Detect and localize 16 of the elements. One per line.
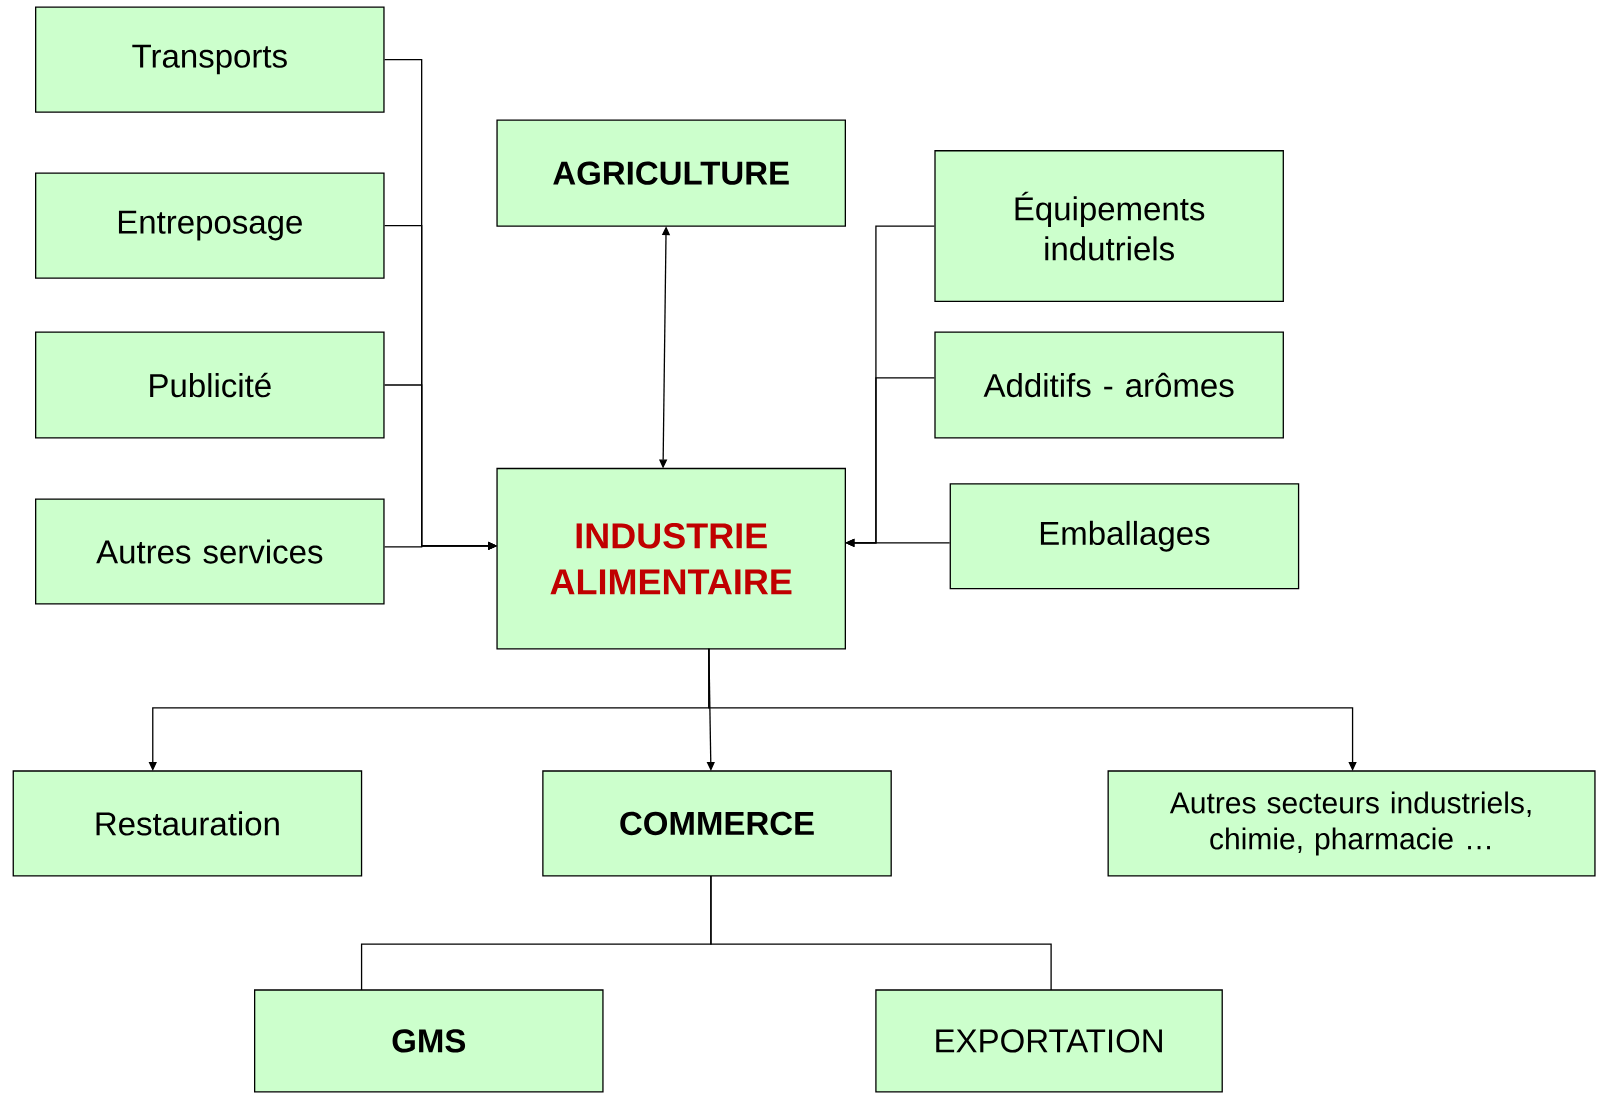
- sector-box: Autres secteurs industriels, chimie, pharmacie …: [1107, 770, 1596, 877]
- connector: [710, 875, 1052, 991]
- sector-box: COMMERCE: [542, 770, 892, 877]
- sector-box: Restauration: [12, 770, 363, 877]
- sector-box: Emballages: [949, 483, 1300, 590]
- central-box: INDUSTRIE ALIMENTAIRE: [496, 467, 846, 650]
- sector-box: EXPORTATION: [875, 989, 1223, 1093]
- sector-box: Entreposage: [35, 172, 385, 279]
- sector-box: Additifs - arômes: [934, 331, 1284, 439]
- sector-box: GMS: [254, 989, 604, 1093]
- arrow: [708, 648, 1357, 771]
- sector-box: AGRICULTURE: [496, 119, 846, 227]
- sector-box: Publicité: [35, 331, 385, 439]
- sector-box: Transports: [35, 6, 385, 113]
- sector-box: Équipements indutriels: [934, 150, 1284, 303]
- sector-box: Autres services: [35, 498, 385, 605]
